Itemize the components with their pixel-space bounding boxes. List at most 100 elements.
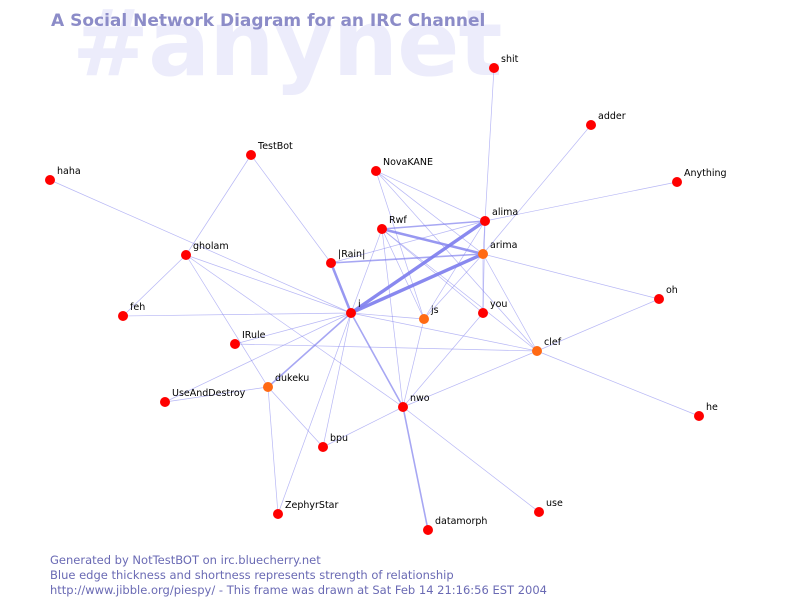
node-label-gholam: gholam	[193, 241, 229, 252]
node-label-NovaKANE: NovaKANE	[383, 157, 433, 168]
edge-i-dukeku	[267, 312, 352, 388]
edge-alima-shit	[484, 67, 495, 222]
diagram-title: A Social Network Diagram for an IRC Chan…	[51, 11, 486, 31]
node-use: use	[534, 498, 563, 517]
node-dot-IRule	[230, 339, 240, 349]
edge-TestBot-gholam	[185, 154, 252, 256]
edge-nwo-use	[402, 406, 540, 513]
node-haha: haha	[45, 166, 81, 185]
node-adder: adder	[586, 111, 626, 130]
edge-js-nwo	[402, 318, 425, 408]
edge-clef-he	[536, 350, 700, 417]
node-dot-he	[694, 411, 704, 421]
node-dot-Rwf	[377, 224, 387, 234]
node-label-ZephyrStar: ZephyrStar	[285, 500, 339, 511]
node-dot-arima	[478, 249, 488, 259]
node-dot-feh	[118, 311, 128, 321]
node-datamorph: datamorph	[423, 516, 487, 535]
node-dot-shit	[489, 63, 499, 73]
node-dot-datamorph	[423, 525, 433, 535]
node-dot-i	[346, 308, 356, 318]
edge-i-feh	[122, 312, 352, 317]
edge-gholam-feh	[122, 254, 187, 317]
edge-gholam-dukeku	[185, 254, 269, 388]
edge-Rain-arima	[330, 253, 484, 264]
edge-arima-js	[423, 253, 484, 320]
node-dot-TestBot	[246, 150, 256, 160]
node-label-nwo: nwo	[410, 393, 430, 404]
node-dot-nwo	[398, 402, 408, 412]
node-label-IRule: IRule	[242, 330, 266, 341]
footer: Generated by NotTestBOT on irc.bluecherr…	[50, 553, 547, 598]
edge-nwo-datamorph	[402, 406, 429, 531]
edge-i-IRule	[234, 312, 352, 345]
node-dukeku: dukeku	[263, 373, 309, 392]
edge-i-bpu	[322, 312, 352, 448]
edge-NovaKANE-clef	[375, 170, 538, 352]
node-oh: oh	[654, 285, 678, 304]
edge-you-nwo	[402, 312, 484, 408]
edge-arima-oh	[482, 253, 660, 300]
node-label-Rwf: Rwf	[389, 215, 407, 226]
footer-legend-note: Blue edge thickness and shortness repres…	[50, 568, 454, 582]
node-dot-js	[419, 314, 429, 324]
edge-i-clef	[350, 312, 538, 352]
node-you: you	[478, 299, 507, 318]
node-dot-bpu	[318, 442, 328, 452]
edge-NovaKANE-alima	[375, 170, 486, 222]
edge-clef-oh	[536, 298, 660, 352]
node-label-oh: oh	[666, 285, 678, 296]
node-UseAndDestroy: UseAndDestroy	[160, 388, 246, 407]
edge-dukeku-ZephyrStar	[267, 386, 279, 515]
node-label-TestBot: TestBot	[257, 141, 293, 152]
node-dot-NovaKANE	[371, 166, 381, 176]
node-dot-you	[478, 308, 488, 318]
edge-Rwf-arima	[380, 227, 485, 256]
edge-Rwf-clef	[381, 228, 538, 352]
node-feh: feh	[118, 302, 145, 321]
edge-arima-adder	[482, 124, 592, 255]
edge-Rwf-js	[381, 228, 425, 320]
node-i: i	[346, 299, 361, 318]
node-TestBot: TestBot	[246, 141, 293, 160]
node-label-js: js	[430, 305, 439, 316]
edge-nwo-bpu	[322, 406, 404, 448]
node-dot-UseAndDestroy	[160, 397, 170, 407]
node-dot-Rain	[326, 258, 336, 268]
node-label-Anything: Anything	[684, 168, 727, 179]
edge-Rain-alima	[330, 220, 486, 264]
node-label-dukeku: dukeku	[275, 373, 309, 384]
node-Rwf: Rwf	[377, 215, 407, 234]
edge-alima-Anything	[484, 181, 678, 222]
edges-layer	[49, 67, 700, 531]
node-shit: shit	[489, 54, 519, 73]
edge-i-arima	[349, 252, 485, 315]
edge-i-js	[350, 312, 425, 320]
footer-url-timestamp[interactable]: http://www.jibble.org/piespy/ - This fra…	[50, 583, 547, 597]
node-dot-dukeku	[263, 382, 273, 392]
nodes-layer: shitadderAnythingTestBotNovaKANEhahaalim…	[45, 54, 727, 535]
edge-haha-i	[49, 179, 352, 314]
edge-Rwf-alima	[381, 220, 486, 230]
node-label-i: i	[358, 299, 361, 310]
node-he: he	[694, 402, 718, 421]
node-label-Rain: |Rain|	[338, 249, 365, 260]
node-dot-adder	[586, 120, 596, 130]
edge-i-alima	[349, 219, 487, 315]
edge-alima-js	[423, 220, 486, 320]
edge-Rwf-nwo	[381, 228, 404, 408]
node-ZephyrStar: ZephyrStar	[273, 500, 339, 519]
footer-generated-by: Generated by NotTestBOT on irc.bluecherr…	[50, 553, 321, 567]
edge-clef-nwo	[402, 350, 538, 408]
node-dot-gholam	[181, 250, 191, 260]
edge-Rain-TestBot	[250, 154, 332, 264]
edge-NovaKANE-arima	[375, 170, 484, 255]
node-js: js	[419, 305, 439, 324]
node-dot-alima	[480, 216, 490, 226]
node-label-arima: arima	[490, 240, 517, 251]
node-Rain: |Rain|	[326, 249, 365, 268]
node-gholam: gholam	[181, 241, 229, 260]
node-NovaKANE: NovaKANE	[371, 157, 433, 176]
node-label-bpu: bpu	[330, 433, 348, 444]
